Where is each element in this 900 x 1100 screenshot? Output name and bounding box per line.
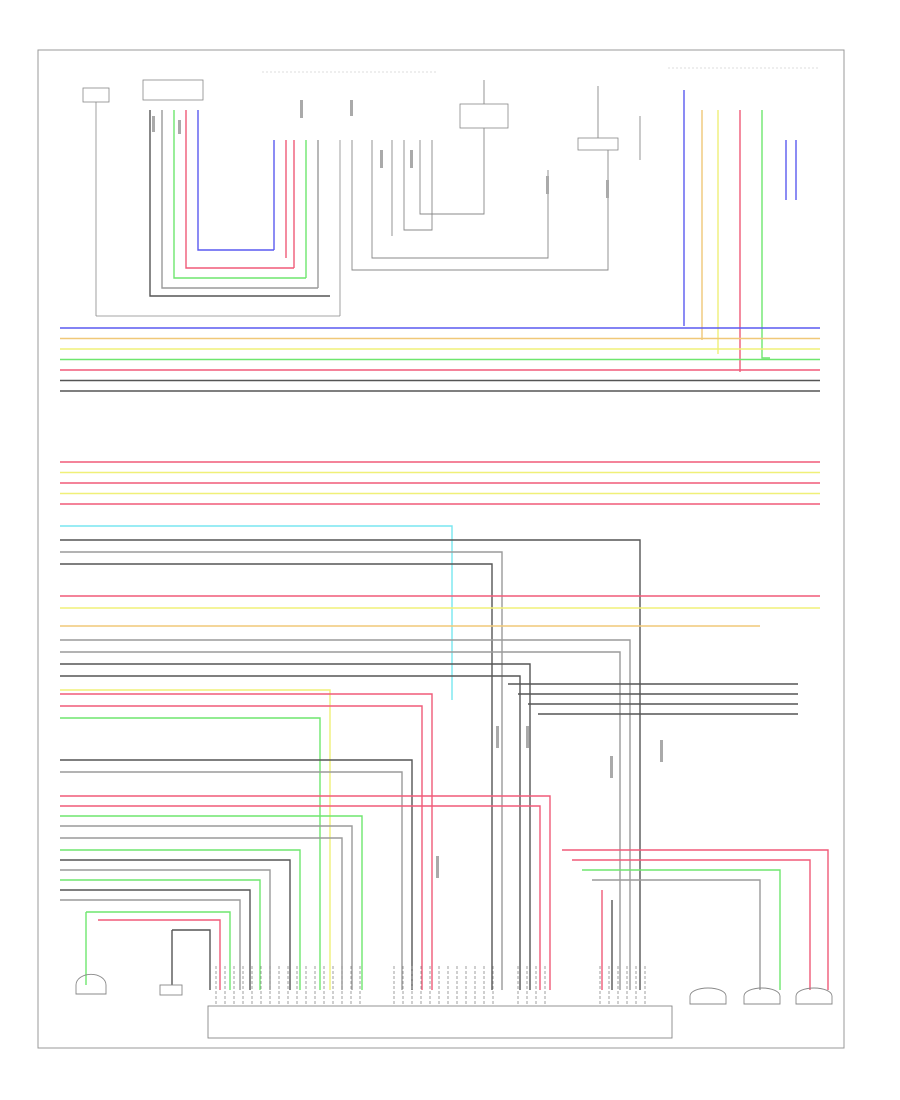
- top-connectors: [82, 79, 619, 317]
- main-unit-pins: [215, 966, 646, 1004]
- main-unit-box: [207, 1005, 673, 1039]
- right-top-verticals: [683, 90, 797, 372]
- bottom-right-modules: [689, 987, 833, 1005]
- left-harness: [149, 110, 330, 297]
- diagram-frame: [37, 49, 845, 1049]
- connector-text-clusters: [152, 100, 663, 878]
- lower-routing: [60, 525, 829, 990]
- header-rules: [262, 67, 820, 73]
- center-top-harness: [351, 80, 641, 271]
- mid-bus: [60, 461, 820, 505]
- bottom-left-modules: [75, 973, 183, 996]
- upper-bus: [60, 327, 820, 392]
